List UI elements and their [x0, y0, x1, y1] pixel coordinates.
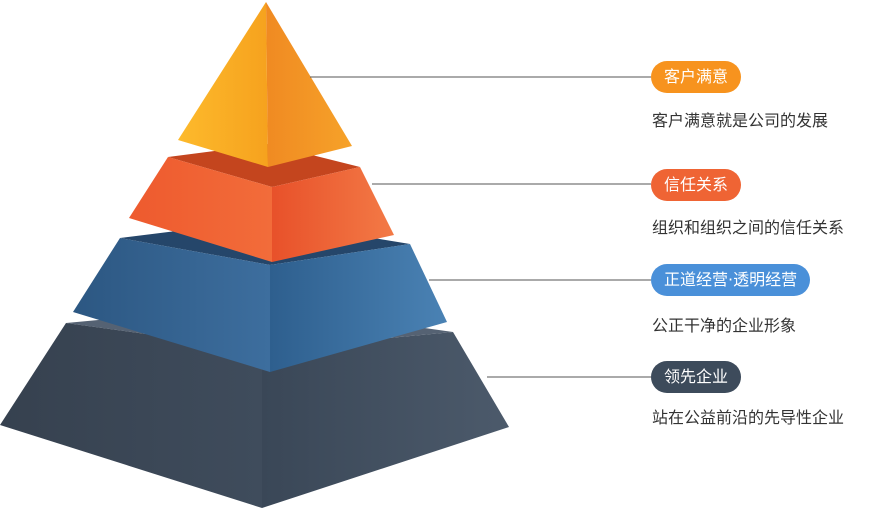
tier-2-right-face [272, 167, 394, 262]
tier-3-right-face [270, 244, 447, 372]
tier-4-left-face [0, 323, 262, 508]
level-tag-1: 客户满意 [651, 61, 742, 93]
level-description-2: 组织和组织之间的信任关系 [652, 218, 845, 237]
tier-3-left-face [73, 238, 270, 372]
level-description-4: 站在公益前沿的先导性企业 [652, 408, 845, 427]
tier-2-left-face [129, 157, 272, 262]
level-tag-4: 领先企业 [651, 361, 742, 393]
tier-1-right-face [266, 2, 352, 167]
level-description-3: 公正干净的企业形象 [652, 316, 797, 335]
pyramid-tier-2 [129, 144, 394, 262]
tier-1-left-face [178, 2, 268, 167]
level-tag-2: 信任关系 [651, 169, 742, 201]
level-tag-3: 正道经营·透明经营 [651, 264, 811, 296]
level-description-1: 客户满意就是公司的发展 [652, 111, 829, 130]
tier-4-right-face [262, 332, 509, 508]
pyramid-tier-1 [178, 2, 352, 167]
